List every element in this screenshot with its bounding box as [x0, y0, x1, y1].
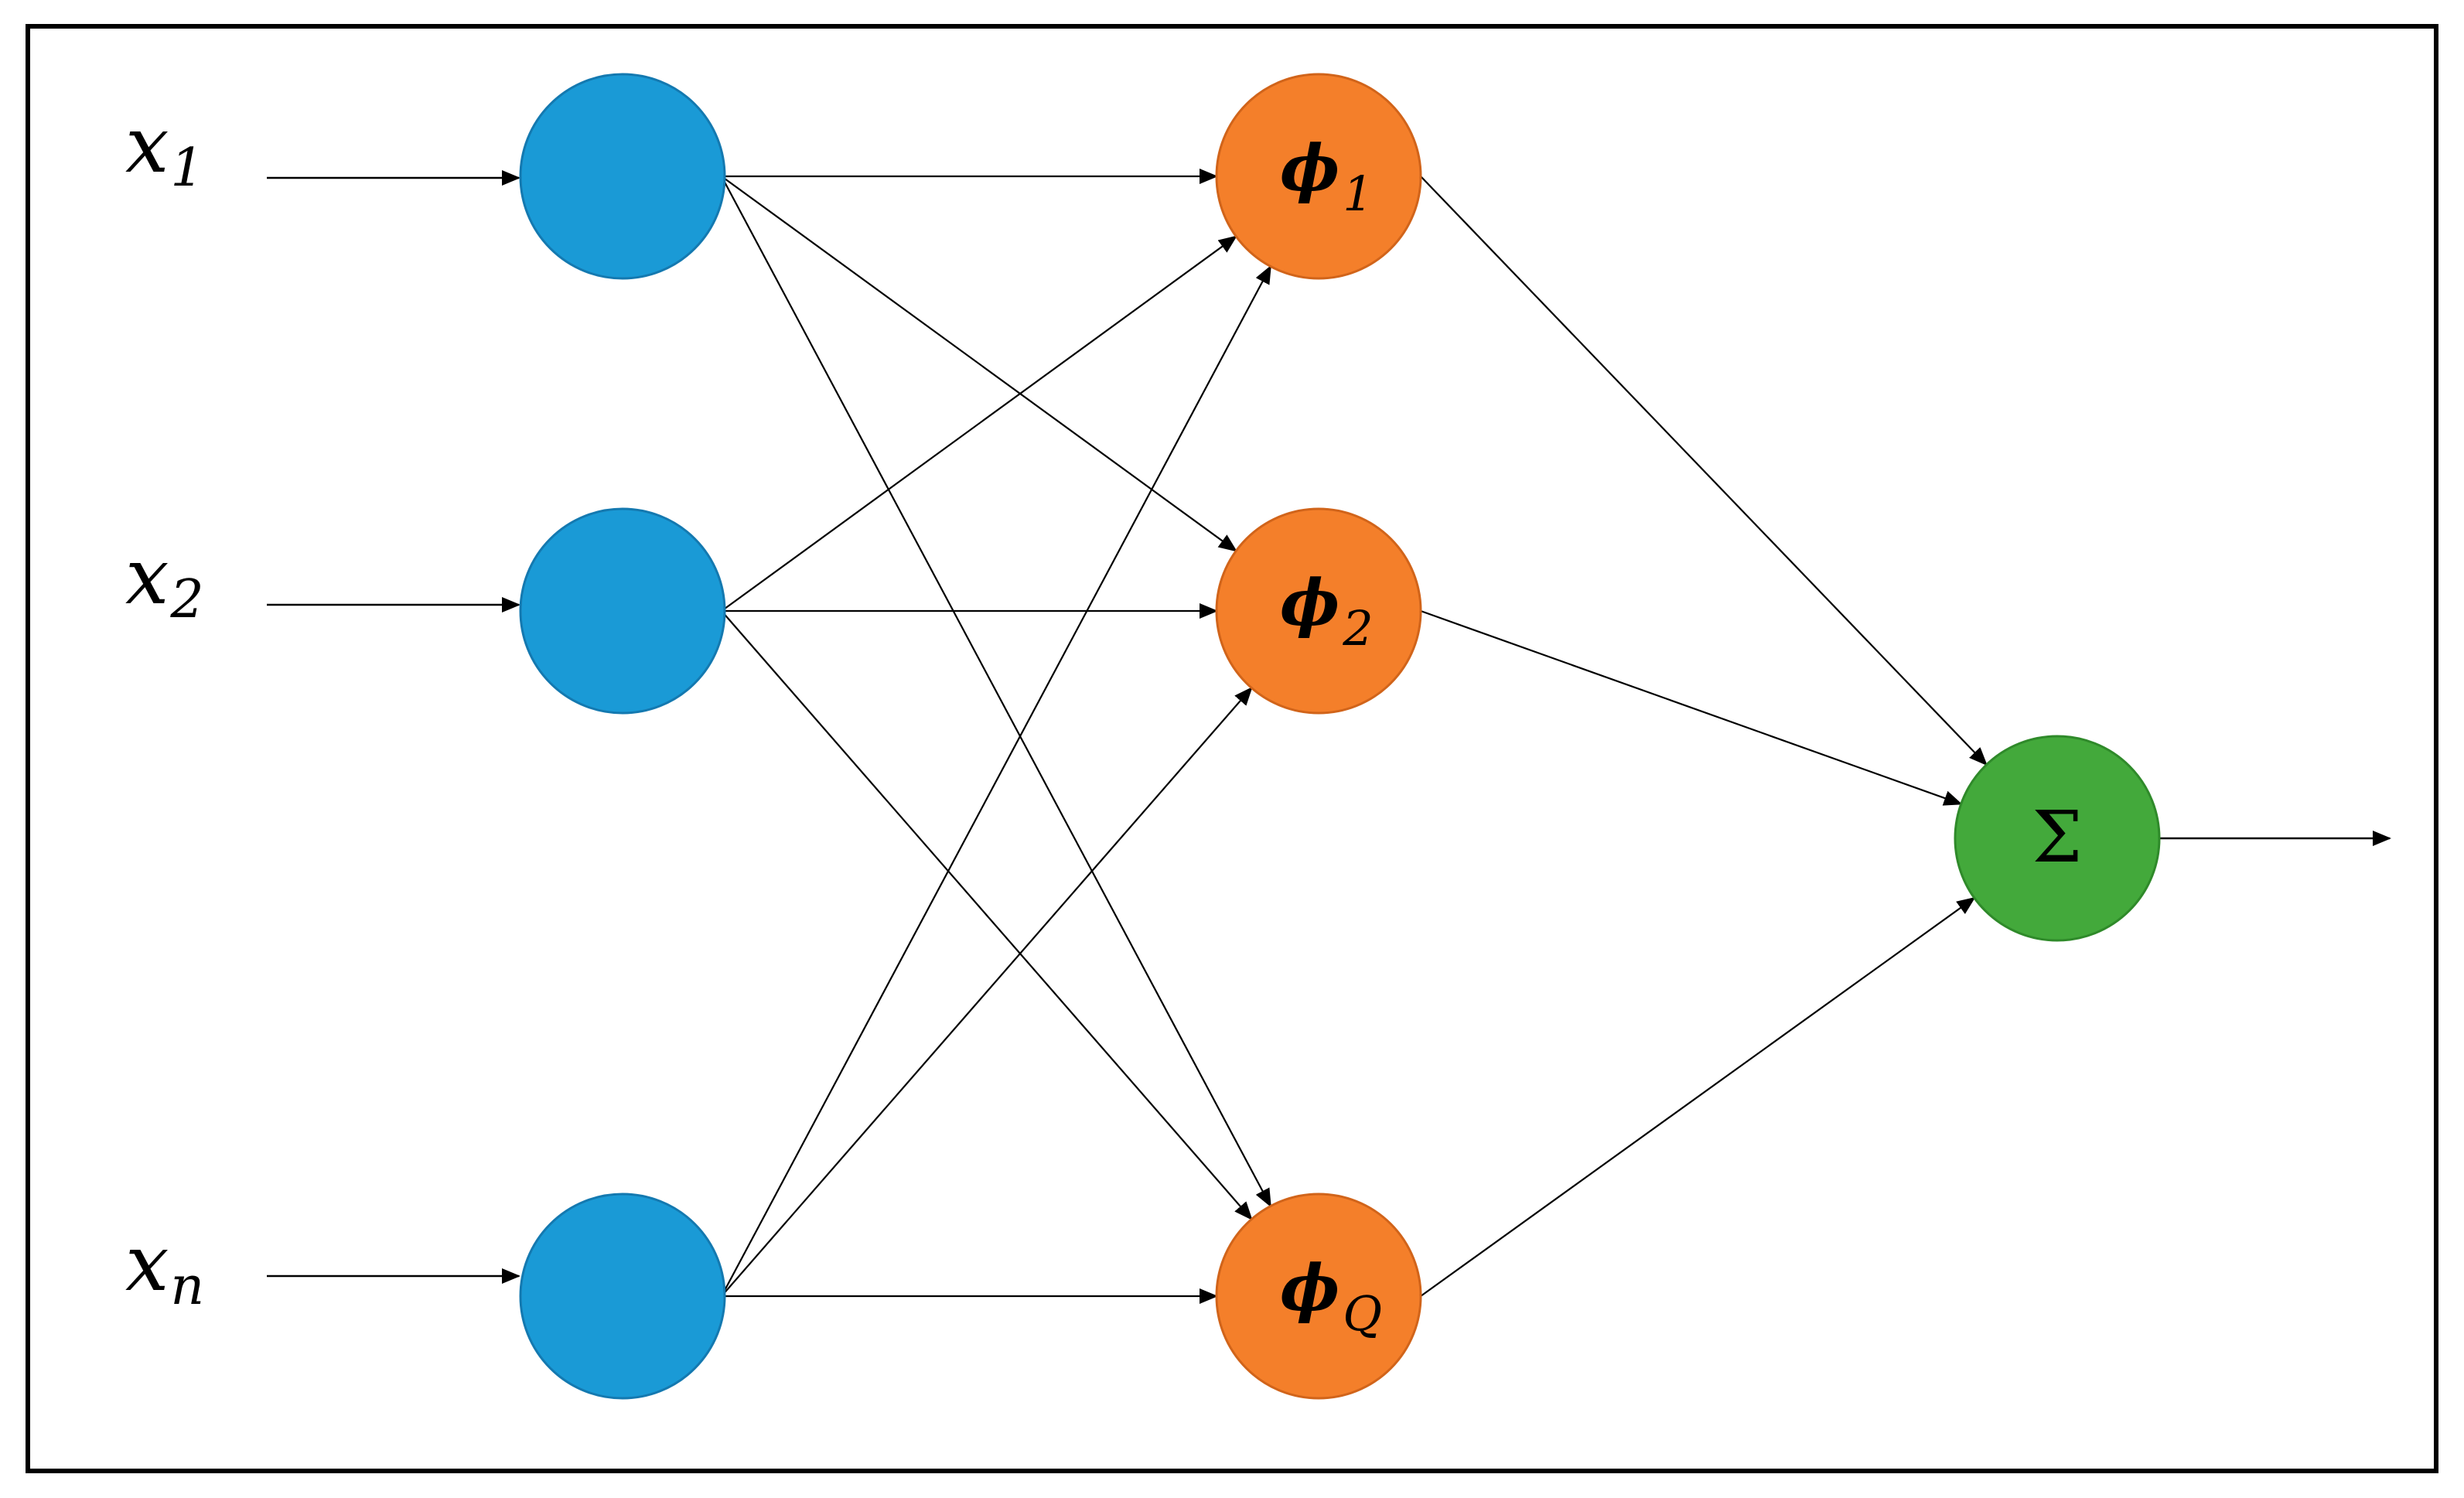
edge-input3-hidden2	[721, 687, 1253, 1297]
hidden-label-symbol: ϕ	[1280, 131, 1340, 206]
edge-hidden2-output	[1420, 609, 1963, 806]
edge-input2-hidden3	[721, 610, 1253, 1220]
input-label-symbol: x	[125, 531, 169, 622]
edge-input1-hidden3	[721, 176, 1271, 1208]
hidden-node-2	[1215, 507, 1422, 715]
output-label: Σ	[2032, 796, 2082, 879]
edge-hidden1-output	[1420, 176, 1988, 766]
hidden-label-1: ϕ1	[1280, 131, 1374, 222]
edge-input3-hidden1	[721, 264, 1271, 1297]
hidden-label-3: ϕQ	[1280, 1251, 1382, 1342]
hidden-label-subscript: Q	[1343, 1285, 1382, 1342]
hidden-node-3	[1215, 1193, 1422, 1400]
edge-hidden3-output	[1420, 896, 1976, 1297]
input-node-3	[519, 1193, 726, 1400]
edge-input1-hidden2	[721, 176, 1237, 552]
hidden-label-subscript: 2	[1342, 600, 1373, 657]
hidden-label-2: ϕ2	[1280, 566, 1374, 657]
input-label-subscript: 1	[170, 138, 203, 199]
hidden-node-1	[1215, 73, 1422, 280]
input-label-subscript: 2	[169, 569, 203, 630]
hidden-label-symbol: ϕ	[1280, 566, 1340, 640]
input-label-1: x1	[125, 100, 204, 199]
edge-input2-hidden1	[721, 235, 1237, 612]
input-label-subscript: n	[170, 1256, 204, 1317]
input-label-symbol: x	[125, 100, 169, 190]
input-label-3: xn	[125, 1218, 204, 1317]
hidden-label-subscript: 1	[1343, 165, 1373, 222]
input-label-symbol: x	[125, 1218, 169, 1309]
input-node-2	[519, 507, 726, 715]
input-label-2: x2	[125, 531, 204, 630]
hidden-label-symbol: ϕ	[1280, 1251, 1340, 1326]
output-node	[1954, 735, 2161, 942]
nodes	[519, 73, 2161, 1400]
connections	[267, 169, 2391, 1304]
input-node-1	[519, 73, 726, 280]
